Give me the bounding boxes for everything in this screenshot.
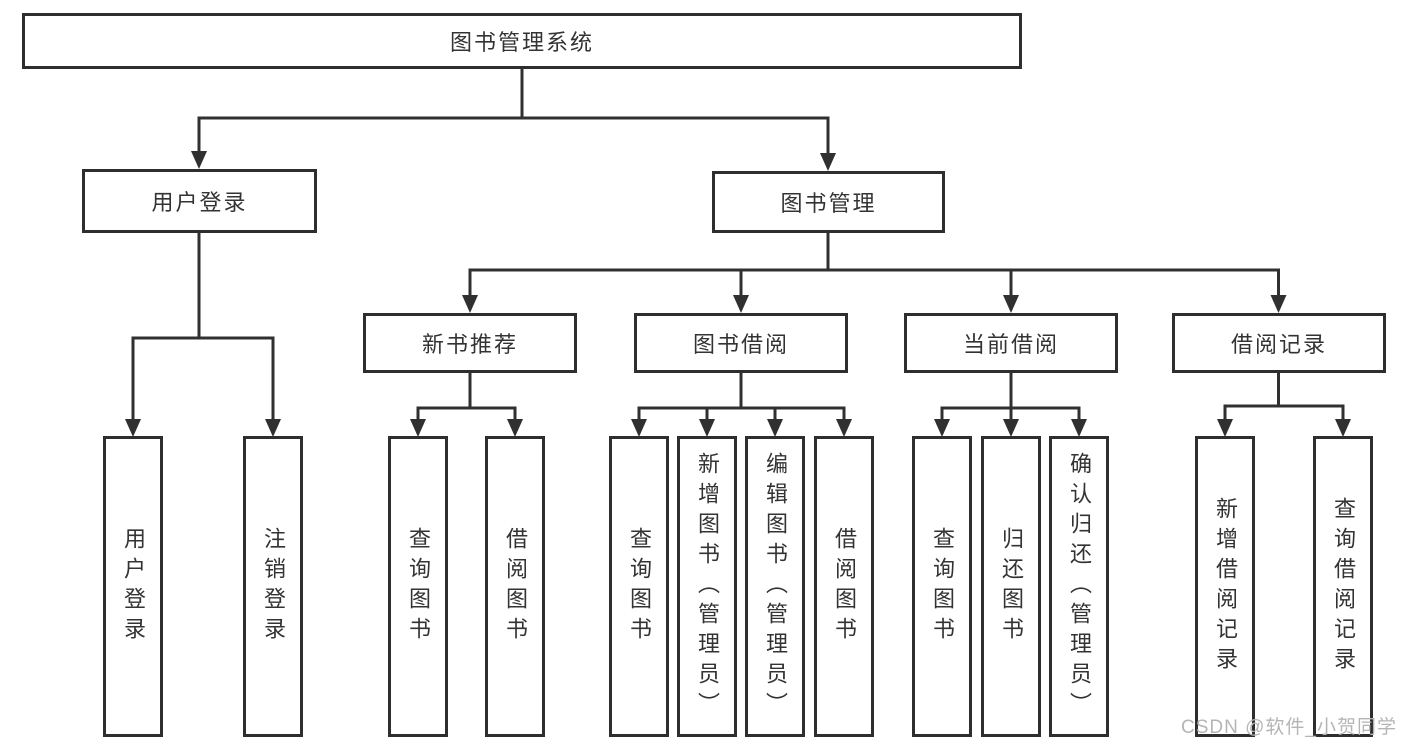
node-label: 当前借阅 (962, 332, 1059, 357)
node-label: 确认归还（管理员） (1067, 451, 1092, 722)
connector-book-management-to-level3 (468, 233, 1280, 297)
arrow-down-icon (191, 151, 207, 169)
arrow-down-icon (934, 419, 950, 437)
leaf-borrow-borrow-books: 借阅图书 (814, 436, 874, 737)
node-label: 新书推荐 (421, 332, 518, 357)
connector-borrow-records-to-leaves (1223, 373, 1345, 420)
node-current-borrow: 当前借阅 (904, 313, 1118, 373)
node-label: 查询图书 (930, 526, 955, 647)
node-label: 归还图书 (999, 526, 1024, 647)
leaf-records-query-record: 查询借阅记录 (1313, 436, 1373, 737)
node-label: 新增图书（管理员） (695, 451, 720, 722)
arrow-down-icon (1003, 295, 1019, 313)
connector-book-borrow-to-leaves (637, 373, 846, 420)
arrow-down-icon (462, 295, 478, 313)
arrow-down-icon (836, 419, 852, 437)
node-label: 图书管理 (780, 191, 877, 216)
node-root: 图书管理系统 (22, 13, 1022, 69)
arrow-down-icon (1270, 295, 1287, 313)
leaf-recommend-borrow-books: 借阅图书 (485, 436, 545, 737)
leaf-borrow-query-books: 查询图书 (609, 436, 669, 737)
node-label: 编辑图书（管理员） (763, 451, 788, 722)
node-label: 查询图书 (406, 526, 431, 647)
node-borrow-records: 借阅记录 (1172, 313, 1386, 373)
node-label: 借阅图书 (503, 526, 528, 647)
node-label: 借阅记录 (1230, 332, 1327, 357)
arrow-down-icon (1003, 419, 1019, 437)
arrow-down-icon (507, 419, 523, 437)
node-label: 注销登录 (261, 526, 286, 647)
leaf-borrow-add-books-admin: 新增图书（管理员） (677, 436, 737, 737)
node-book-borrow: 图书借阅 (634, 313, 848, 373)
node-book-management: 图书管理 (712, 171, 945, 233)
arrow-down-icon (820, 153, 836, 171)
connector-current-borrow-to-leaves (940, 373, 1081, 420)
leaf-current-return-books: 归还图书 (981, 436, 1041, 737)
connector-new-book-recommend-to-leaves (416, 373, 517, 420)
arrow-down-icon (1335, 419, 1351, 437)
node-user-login: 用户登录 (82, 169, 317, 233)
node-label: 图书管理系统 (449, 30, 594, 55)
arrow-down-icon (733, 295, 749, 313)
arrow-down-icon (410, 419, 426, 437)
csdn-watermark: CSDN @软件_小贺同学 (1181, 717, 1397, 738)
leaf-recommend-query-books: 查询图书 (388, 436, 448, 737)
connector-root-to-level2 (197, 68, 830, 154)
arrow-down-icon (1217, 419, 1233, 437)
arrow-down-icon (631, 419, 647, 437)
node-label: 用户登录 (151, 190, 248, 215)
leaf-current-query-books: 查询图书 (912, 436, 972, 737)
node-new-book-recommend: 新书推荐 (363, 313, 577, 373)
node-label: 查询图书 (627, 526, 652, 647)
node-label: 图书借阅 (692, 332, 789, 357)
leaf-current-confirm-return-admin: 确认归还（管理员） (1049, 436, 1109, 737)
arrow-down-icon (1071, 419, 1087, 437)
leaf-records-add-record: 新增借阅记录 (1195, 436, 1255, 737)
connector-user-login-to-leaves (131, 233, 275, 420)
leaf-borrow-edit-books-admin: 编辑图书（管理员） (745, 436, 805, 737)
leaf-user-login: 用户登录 (103, 436, 163, 737)
node-label: 用户登录 (121, 526, 146, 647)
arrow-down-icon (125, 419, 141, 437)
node-label: 借阅图书 (832, 526, 857, 647)
leaf-logout: 注销登录 (243, 436, 303, 737)
node-label: 查询借阅记录 (1331, 496, 1356, 677)
arrow-down-icon (767, 419, 783, 437)
arrow-down-icon (265, 419, 281, 437)
node-label: 新增借阅记录 (1213, 496, 1238, 677)
arrow-down-icon (699, 419, 715, 437)
